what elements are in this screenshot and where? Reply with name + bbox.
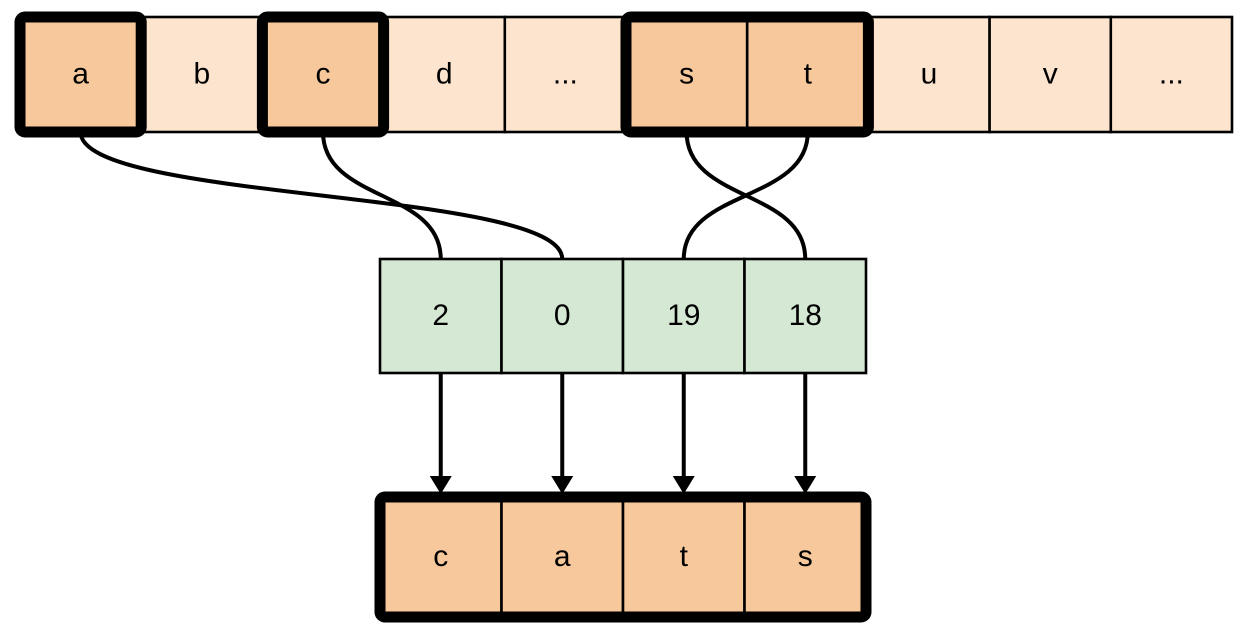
curve-t-to-index-2 [681,130,810,261]
result-cell-t[interactable] [621,495,746,619]
result-cell-a[interactable] [500,495,625,619]
index-cell-0[interactable] [378,257,503,375]
highlight-st [620,11,874,138]
alphabet-cell-d[interactable] [382,15,507,134]
index-cell-1[interactable] [500,257,625,375]
alphabet-cell-t[interactable] [745,15,870,134]
index-to-result-arrows [429,373,817,494]
result-cell-c[interactable] [378,495,503,619]
result-cell-s[interactable] [743,495,868,619]
arrow-index-3-to-result-3-head [794,476,817,494]
alphabet-cell-v[interactable] [988,15,1113,134]
letter-to-index-connectors [78,130,810,261]
curve-a-to-index-1 [78,130,565,261]
alphabet-cell-ellipsisellipsisellipsis[interactable] [1109,15,1234,134]
result-row-frame [374,491,872,623]
result-row-highlight-frame [374,491,872,623]
index-cell-2[interactable] [621,257,746,375]
arrow-index-0-to-result-0-head [429,476,452,494]
alphabet-cell-c[interactable] [261,15,385,134]
alphabet-cell-s[interactable] [624,15,749,134]
curve-c-to-index-0 [321,130,443,261]
alphabet-cell-b[interactable] [139,15,264,134]
index-cell-3[interactable] [743,257,868,375]
alphabet-cell-u[interactable] [867,15,991,134]
alphabet-cell-ellipsisellipsisellipsis[interactable] [503,15,628,134]
arrow-index-1-to-result-1-head [551,476,574,494]
arrow-index-2-to-result-2-head [672,476,695,494]
alphabet-cell-a[interactable] [18,15,143,134]
